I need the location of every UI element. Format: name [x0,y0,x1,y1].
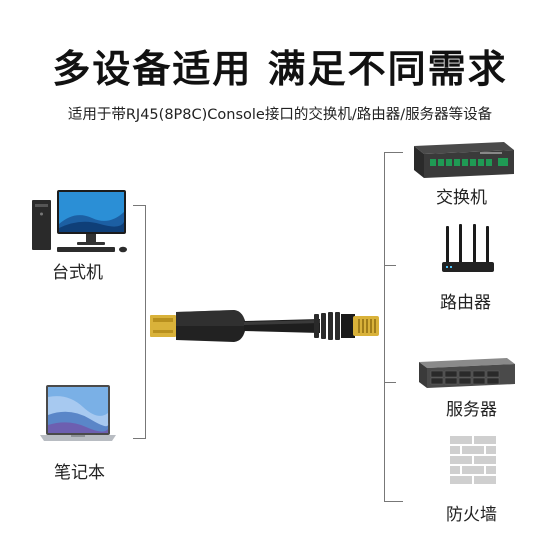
laptop-icon [40,385,116,441]
desktop-computer-device [30,188,132,258]
network-switch-icon [414,142,514,178]
right-bracket-tick [384,265,396,266]
rack-server-device [415,356,517,394]
right-bracket-tick [384,382,396,383]
page-title: 多设备适用 满足不同需求 [52,47,508,91]
network-switch-device [410,138,516,186]
laptop-label: 笔记本 [54,463,105,483]
desktop-label: 台式机 [52,263,103,283]
firewall-icon [450,436,496,484]
router-label: 路由器 [440,293,491,313]
left-bracket [133,205,146,439]
usb-rj45-cable [148,300,384,356]
firewall-device [448,434,498,490]
wifi-router-icon [442,224,494,272]
switch-label: 交换机 [436,188,487,208]
desktop-computer-icon [32,190,127,253]
page-subtitle: 适用于带RJ45(8P8C)Console接口的交换机/路由器/服务器等设备 [67,107,493,123]
usb-to-rj45-cable-icon [150,310,379,342]
laptop-device [38,383,118,447]
firewall-label: 防火墙 [446,505,497,525]
rack-server-icon [419,358,515,388]
wifi-router-device [440,222,496,280]
server-label: 服务器 [446,400,497,420]
right-bracket [384,152,403,502]
